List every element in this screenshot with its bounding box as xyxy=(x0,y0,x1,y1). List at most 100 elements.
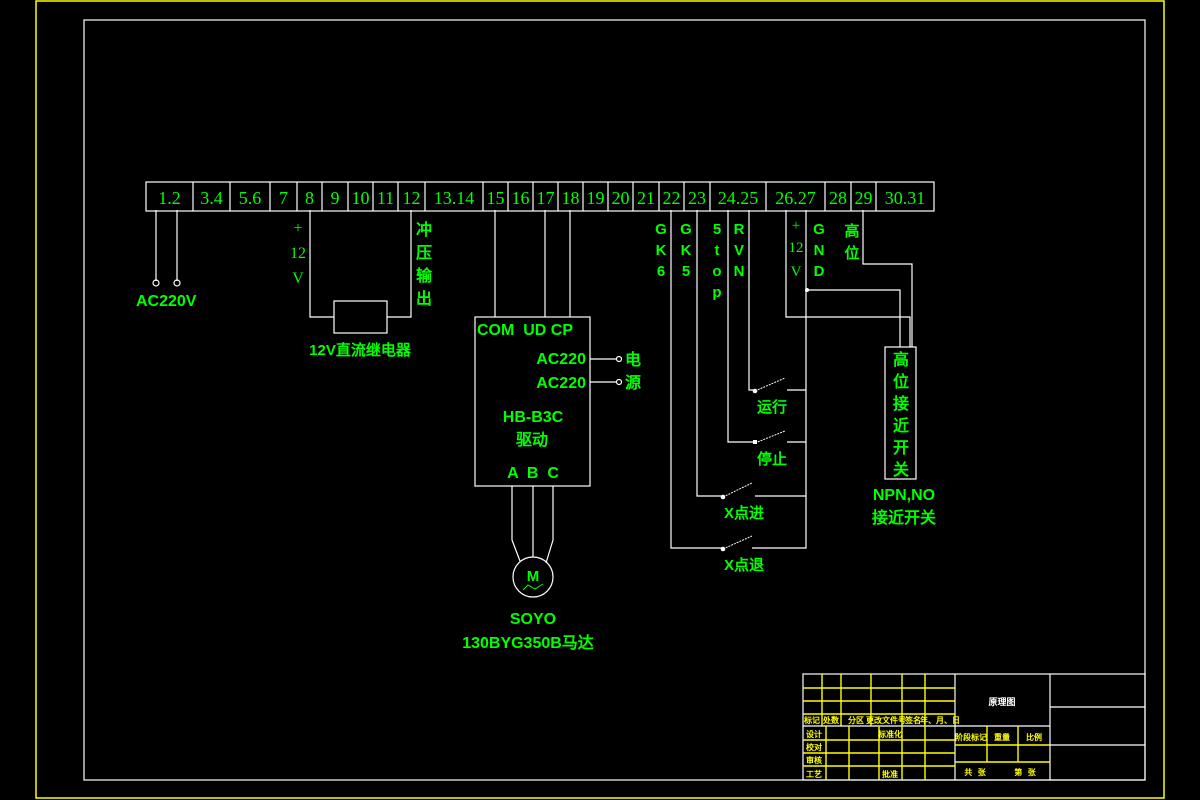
proximity-char: 近 xyxy=(893,416,909,435)
x-back-switch: X点退 xyxy=(720,535,764,574)
standardization-label: 标准化 xyxy=(877,729,902,739)
motor-model: 130BYG350B马达 xyxy=(462,633,594,652)
terminal-circle-icon xyxy=(173,279,181,287)
stop-label: 5 xyxy=(713,221,721,238)
ac220v-label: AC220V xyxy=(136,293,197,310)
proximity-name: 接近开关 xyxy=(872,508,936,527)
punch-output-char: 冲 xyxy=(416,220,432,239)
title-header-cell: 处数 xyxy=(822,715,840,725)
terminal-12: 12 xyxy=(403,188,421,208)
punch-output-char: 输 xyxy=(416,266,433,285)
driver-bottom-pins: A B C xyxy=(507,465,559,482)
relay-unit-label: V xyxy=(292,270,304,287)
title-header-cell: 签名 xyxy=(904,715,921,725)
title-row-label: 工艺 xyxy=(806,769,822,779)
driver-ac220-1: AC220 xyxy=(536,351,586,368)
gk6-label: 6 xyxy=(657,263,665,280)
terminal-22: 22 xyxy=(663,188,681,208)
sheet-number-label: 第 张 xyxy=(1014,767,1037,777)
gk6-label: K xyxy=(656,242,667,259)
proximity-switch-box xyxy=(884,346,917,480)
terminal-8: 8 xyxy=(305,188,314,208)
scale-label: 比例 xyxy=(1026,732,1042,742)
driver-model: HB-B3C xyxy=(503,409,564,426)
terminal-circle-icon xyxy=(615,355,623,363)
stop-label: p xyxy=(712,284,721,301)
signal-labels: G K 6 G K 5 5 t o p R V N + 12 V G N D 高… xyxy=(655,218,859,301)
terminal-strip-frame xyxy=(145,181,935,212)
proximity-switch: 高 位 接 近 开 关 NPN,NO 接近开关 xyxy=(872,346,936,527)
title-row-label: 校对 xyxy=(806,742,822,752)
proximity-char: 开 xyxy=(893,439,909,457)
gnd-label: N xyxy=(814,242,825,259)
terminal-15: 15 xyxy=(487,188,505,208)
terminal-28: 28 xyxy=(829,188,847,208)
power-char: 电 xyxy=(625,350,641,369)
terminal-circle-icon xyxy=(152,279,160,287)
terminal-11: 11 xyxy=(377,188,394,208)
rvn-label: R xyxy=(734,221,745,238)
driver-ac220-2: AC220 xyxy=(536,375,586,392)
ac-wave-icon xyxy=(522,583,544,591)
proximity-char: 高 xyxy=(893,350,909,369)
title-header-cell: 分区 xyxy=(848,715,864,725)
motor-circle xyxy=(512,556,554,598)
terminal-3-4: 3.4 xyxy=(200,188,223,208)
terminal-5-6: 5.6 xyxy=(239,188,262,208)
relay-plus-label: + xyxy=(293,220,302,237)
total-sheets-label: 共 张 xyxy=(964,767,987,777)
outer-sheet-border xyxy=(35,0,1165,799)
stop-switch: 停止 xyxy=(753,430,787,468)
terminal-20: 20 xyxy=(612,188,630,208)
stage-label: 阶段标记 xyxy=(955,732,987,742)
title-block: 标记 处数 分区 更改文件号 签名 年、月、日 设计 校对 审核 工艺 标准化 … xyxy=(802,673,1146,781)
gnd-label: D xyxy=(814,263,825,280)
stop-label: o xyxy=(712,263,721,280)
terminal-21: 21 xyxy=(637,188,655,208)
x-forward-label: X点进 xyxy=(724,505,764,522)
gk5-label: G xyxy=(680,221,692,238)
gk6-label: G xyxy=(655,221,667,238)
control-wiring: 运行 停止 X点进 X点退 xyxy=(670,210,913,574)
terminal-26-27: 26.27 xyxy=(775,188,816,208)
terminal-17: 17 xyxy=(537,188,555,208)
plus12v-label: 12 xyxy=(789,240,804,256)
title-header-cell: 年、月、日 xyxy=(920,715,960,725)
run-switch-label: 运行 xyxy=(757,398,787,416)
proximity-char: 位 xyxy=(893,372,909,391)
terminal-30-31: 30.31 xyxy=(885,188,926,208)
terminal-18: 18 xyxy=(562,188,580,208)
high-pos-label: 高 xyxy=(844,222,859,240)
weight-label: 重量 xyxy=(994,732,1010,742)
plus12v-label: V xyxy=(791,264,802,280)
terminal-1-2: 1.2 xyxy=(158,188,181,208)
driver-top-pins: COM UD CP xyxy=(477,322,573,339)
motor-symbol: M xyxy=(527,568,540,585)
terminal-24-25: 24.25 xyxy=(718,188,759,208)
relay-coil xyxy=(333,300,388,334)
terminal-9: 9 xyxy=(331,188,340,208)
driver-box xyxy=(474,316,591,487)
terminal-circle-icon xyxy=(615,378,623,386)
terminal-23: 23 xyxy=(688,188,706,208)
title-header-cell: 更改文件号 xyxy=(866,715,906,725)
relay-label: 12V直流继电器 xyxy=(309,341,412,359)
high-pos-label: 位 xyxy=(844,244,859,262)
drawing-name: 原理图 xyxy=(988,697,1015,708)
stepper-driver: COM UD CP AC220 AC220 电 源 HB-B3C 驱动 A B … xyxy=(474,210,641,487)
x-back-label: X点退 xyxy=(724,557,764,574)
stop-switch-label: 停止 xyxy=(757,450,787,468)
proximity-type: NPN,NO xyxy=(873,487,935,504)
terminal-19: 19 xyxy=(587,188,605,208)
gk5-label: K xyxy=(681,242,692,259)
inner-drawing-frame xyxy=(83,19,1146,781)
title-row-label: 审核 xyxy=(806,755,822,765)
gk5-label: 5 xyxy=(682,263,690,280)
terminal-16: 16 xyxy=(512,188,530,208)
terminal-29: 29 xyxy=(855,188,873,208)
relay-voltage-label: 12 xyxy=(290,245,306,262)
title-row-label: 设计 xyxy=(806,729,822,739)
stop-label: t xyxy=(715,242,720,259)
terminal-10: 10 xyxy=(352,188,370,208)
punch-output-char: 压 xyxy=(416,244,432,262)
